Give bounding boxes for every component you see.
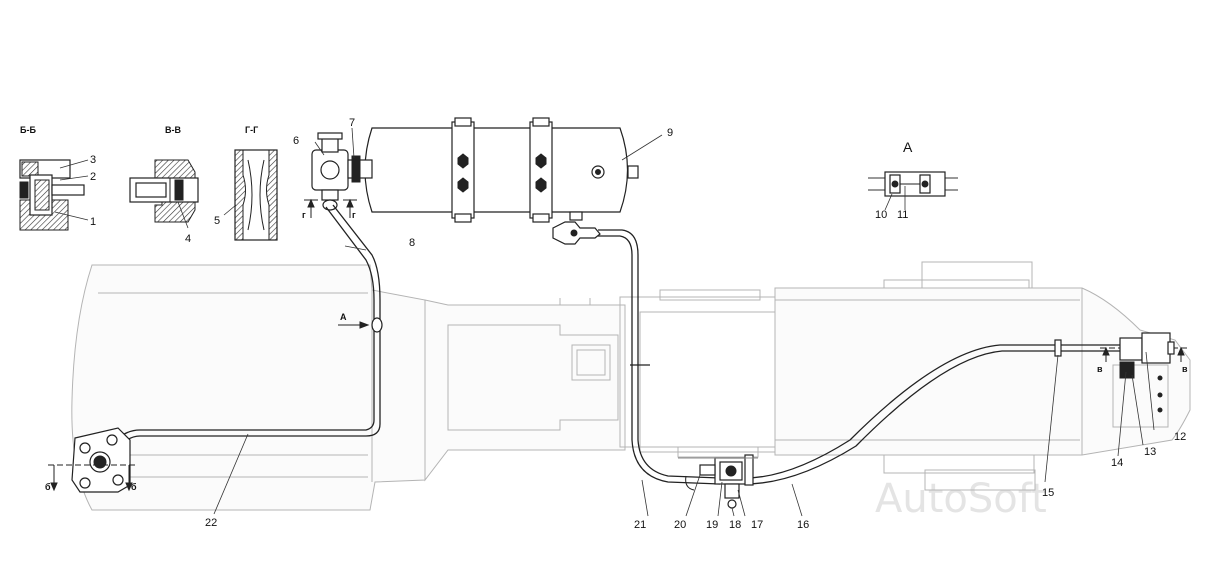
valve-assembly: г г [302,132,373,220]
section-vv-detail: В-В [129,125,199,229]
pipeline-right: в в [598,229,1190,485]
callout-leaders [213,127,1155,517]
watermark-text: AutoSoft [875,476,1047,522]
arrow-a-label: А [340,312,347,322]
callout-12: 12 [1174,431,1186,443]
callout-13: 13 [1144,446,1156,458]
view-a-detail: А [868,139,958,211]
callout-9: 9 [667,127,673,139]
section-bb-detail: Б-Б [19,125,89,231]
section-gg-title: Г-Г [245,125,258,135]
callout-14: 14 [1111,457,1123,469]
cut-mark-v-right: в [1182,364,1188,374]
callout-18: 18 [729,519,741,531]
callout-17: 17 [751,519,763,531]
compressor: б б [45,427,138,493]
cut-mark-g-left: г [302,210,306,220]
callout-6: 6 [293,135,299,147]
callout-5: 5 [214,215,220,227]
callout-1: 1 [90,216,96,228]
callout-15: 15 [1042,487,1054,499]
section-vv-title: В-В [165,125,181,135]
callout-2: 2 [90,171,96,183]
callout-16: 16 [797,519,809,531]
callout-11: 11 [897,209,908,221]
callout-7: 7 [349,117,355,129]
section-bb-title: Б-Б [20,125,36,135]
callout-19: 19 [706,519,718,531]
callout-20: 20 [674,519,686,531]
chassis-frame [71,261,1191,511]
cut-mark-b-left: б [45,482,51,492]
callout-3: 3 [90,154,96,166]
section-gg-detail: Г-Г [223,125,278,241]
air-tank [364,117,639,245]
brake-valve [678,454,758,509]
cut-mark-b-right: б [131,482,137,492]
callout-4: 4 [185,233,191,245]
callout-10: 10 [875,209,887,221]
callout-numbers: 1 2 3 4 5 6 7 8 9 10 11 12 13 14 15 16 1… [90,117,1186,531]
cut-mark-g-right: г [352,210,356,220]
rear-valve [1112,332,1175,428]
view-a-title: А [903,139,913,155]
callout-22: 22 [205,517,217,529]
callout-21: 21 [634,519,646,531]
cut-mark-v-left: в [1097,364,1103,374]
callout-8: 8 [409,237,415,249]
